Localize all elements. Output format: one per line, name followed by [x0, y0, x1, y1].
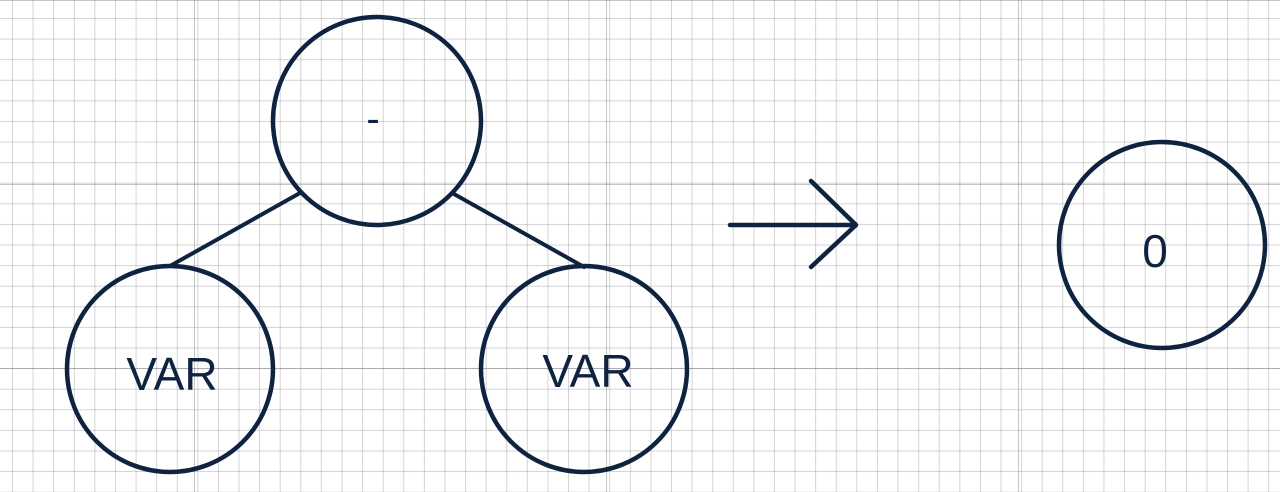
- result-node-circle: [1056, 139, 1268, 351]
- result-node: 0: [1056, 139, 1268, 351]
- root-node-circle: [270, 14, 484, 228]
- edge-root-to-right-child: [452, 192, 586, 269]
- left-child-node: VAR: [64, 263, 276, 475]
- root-node: -: [270, 14, 484, 228]
- left-child-node-circle: [64, 263, 276, 475]
- left-child-node-label: VAR: [126, 348, 217, 400]
- right-arrow-icon: [727, 178, 859, 270]
- right-child-node-label: VAR: [542, 345, 633, 397]
- arrow-head: [808, 178, 859, 270]
- right-child-node-circle: [478, 263, 690, 475]
- result-node-label: 0: [1142, 225, 1168, 277]
- edge-root-to-left-child: [168, 191, 302, 268]
- right-child-node: VAR: [478, 263, 690, 475]
- root-node-label: -: [366, 97, 379, 141]
